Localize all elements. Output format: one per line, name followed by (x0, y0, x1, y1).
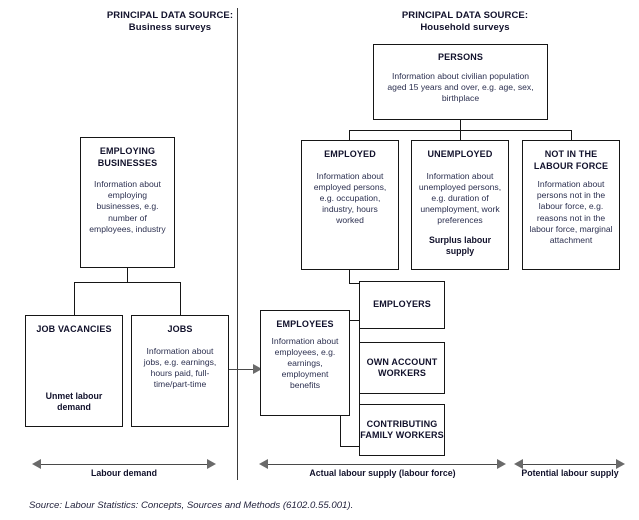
connector-to-not-in-labour-force (571, 130, 572, 140)
box-own-account-workers[interactable]: OWN ACCOUNT WORKERS (359, 342, 445, 394)
arrow-left-head-icon (32, 459, 41, 469)
box-unemployed-emphasis: Surplus labour supply (428, 234, 492, 256)
box-contributing-family-workers-title: CONTRIBUTING FAMILY WORKERS (360, 418, 444, 441)
heading-business-surveys-line2: Business surveys (128, 22, 212, 33)
box-unemployed-body: Information about unemployed persons, e.… (418, 170, 502, 226)
arrow-right-head-icon (616, 459, 625, 469)
box-not-in-labour-force-title: NOT IN THE LABOUR FORCE (533, 149, 609, 171)
box-persons-title: PERSONS (437, 52, 484, 62)
arrow-potential-labour-supply (514, 458, 625, 472)
arrow-labour-demand (32, 458, 216, 472)
arrow-actual-labour-supply (259, 458, 506, 472)
connector-to-employed (349, 130, 350, 140)
connector-spine-to-employees-top (340, 320, 360, 321)
label-actual-labour-supply: Actual labour supply (labour force) (309, 468, 456, 478)
box-employees-body: Information about employees, e.g. earnin… (271, 335, 339, 391)
label-labour-demand: Labour demand (91, 468, 157, 478)
box-contributing-family-workers[interactable]: CONTRIBUTING FAMILY WORKERS (359, 404, 445, 456)
box-persons[interactable]: PERSONS Information about civilian popul… (373, 44, 548, 120)
box-employers-title: EMPLOYERS (373, 299, 431, 310)
arrow-right-head-icon (253, 364, 262, 374)
heading-household-surveys: PRINCIPAL DATA SOURCE: Household surveys (350, 10, 580, 34)
box-own-account-workers-title: OWN ACCOUNT WORKERS (366, 356, 438, 379)
box-employing-businesses-body: Information about employing businesses, … (89, 179, 166, 234)
box-jobs-title: JOBS (167, 324, 193, 334)
box-employees-title: EMPLOYEES (276, 319, 334, 329)
box-persons-body: Information about civilian population ag… (387, 70, 534, 103)
box-employed-title: EMPLOYED (324, 149, 376, 159)
source-note: Source: Labour Statistics: Concepts, Sou… (29, 500, 354, 511)
column-divider (237, 8, 238, 480)
arrow-jobs-employees-shaft (214, 369, 255, 370)
box-jobs-body: Information about jobs, e.g. earnings, h… (143, 345, 217, 390)
arrow-right-head-icon (497, 459, 506, 469)
arrow-actual-labour-supply-shaft (266, 464, 499, 465)
box-unemployed[interactable]: UNEMPLOYED Information about unemployed … (411, 140, 509, 270)
label-potential-labour-supply: Potential labour supply (521, 468, 619, 478)
connector-to-jobs (180, 282, 181, 315)
box-not-in-labour-force[interactable]: NOT IN THE LABOUR FORCE Information abou… (522, 140, 620, 270)
connector-employed-stem (349, 270, 350, 283)
connector-employed-to-spine (349, 283, 359, 284)
box-jobs[interactable]: JOBS Information about jobs, e.g. earnin… (131, 315, 229, 427)
arrow-right-head-icon (207, 459, 216, 469)
heading-household-surveys-line2: Household surveys (420, 22, 510, 33)
heading-household-surveys-line1: PRINCIPAL DATA SOURCE: (401, 10, 529, 21)
arrow-labour-demand-shaft (39, 464, 209, 465)
connector-spine-to-employees-bottom (340, 446, 360, 447)
box-job-vacancies-emphasis: Unmet labour demand (45, 390, 103, 412)
heading-business-surveys: PRINCIPAL DATA SOURCE: Business surveys (60, 10, 280, 34)
arrow-potential-labour-supply-shaft (521, 464, 618, 465)
box-employees[interactable]: EMPLOYEES Information about employees, e… (260, 310, 350, 416)
box-employers[interactable]: EMPLOYERS (359, 281, 445, 329)
box-job-vacancies-title: JOB VACANCIES (36, 324, 112, 334)
connector-to-unemployed (460, 130, 461, 140)
box-not-in-labour-force-body: Information about persons not in the lab… (529, 179, 613, 246)
heading-business-surveys-line1: PRINCIPAL DATA SOURCE: (106, 10, 234, 21)
arrow-left-head-icon (514, 459, 523, 469)
box-employed[interactable]: EMPLOYED Information about employed pers… (301, 140, 399, 270)
box-unemployed-title: UNEMPLOYED (427, 149, 493, 159)
connector-persons-stem (460, 120, 461, 130)
connector-employing-businesses-stem (127, 268, 128, 282)
box-job-vacancies[interactable]: JOB VACANCIES Unmet labour demand (25, 315, 123, 427)
box-employed-body: Information about employed persons, e.g.… (313, 170, 387, 226)
arrow-left-head-icon (259, 459, 268, 469)
box-employing-businesses-title: EMPLOYING BUSINESSES (97, 146, 158, 168)
connector-employing-businesses-bus (74, 282, 180, 283)
connector-to-job-vacancies (74, 282, 75, 315)
box-employing-businesses[interactable]: EMPLOYING BUSINESSES Information about e… (80, 137, 175, 268)
